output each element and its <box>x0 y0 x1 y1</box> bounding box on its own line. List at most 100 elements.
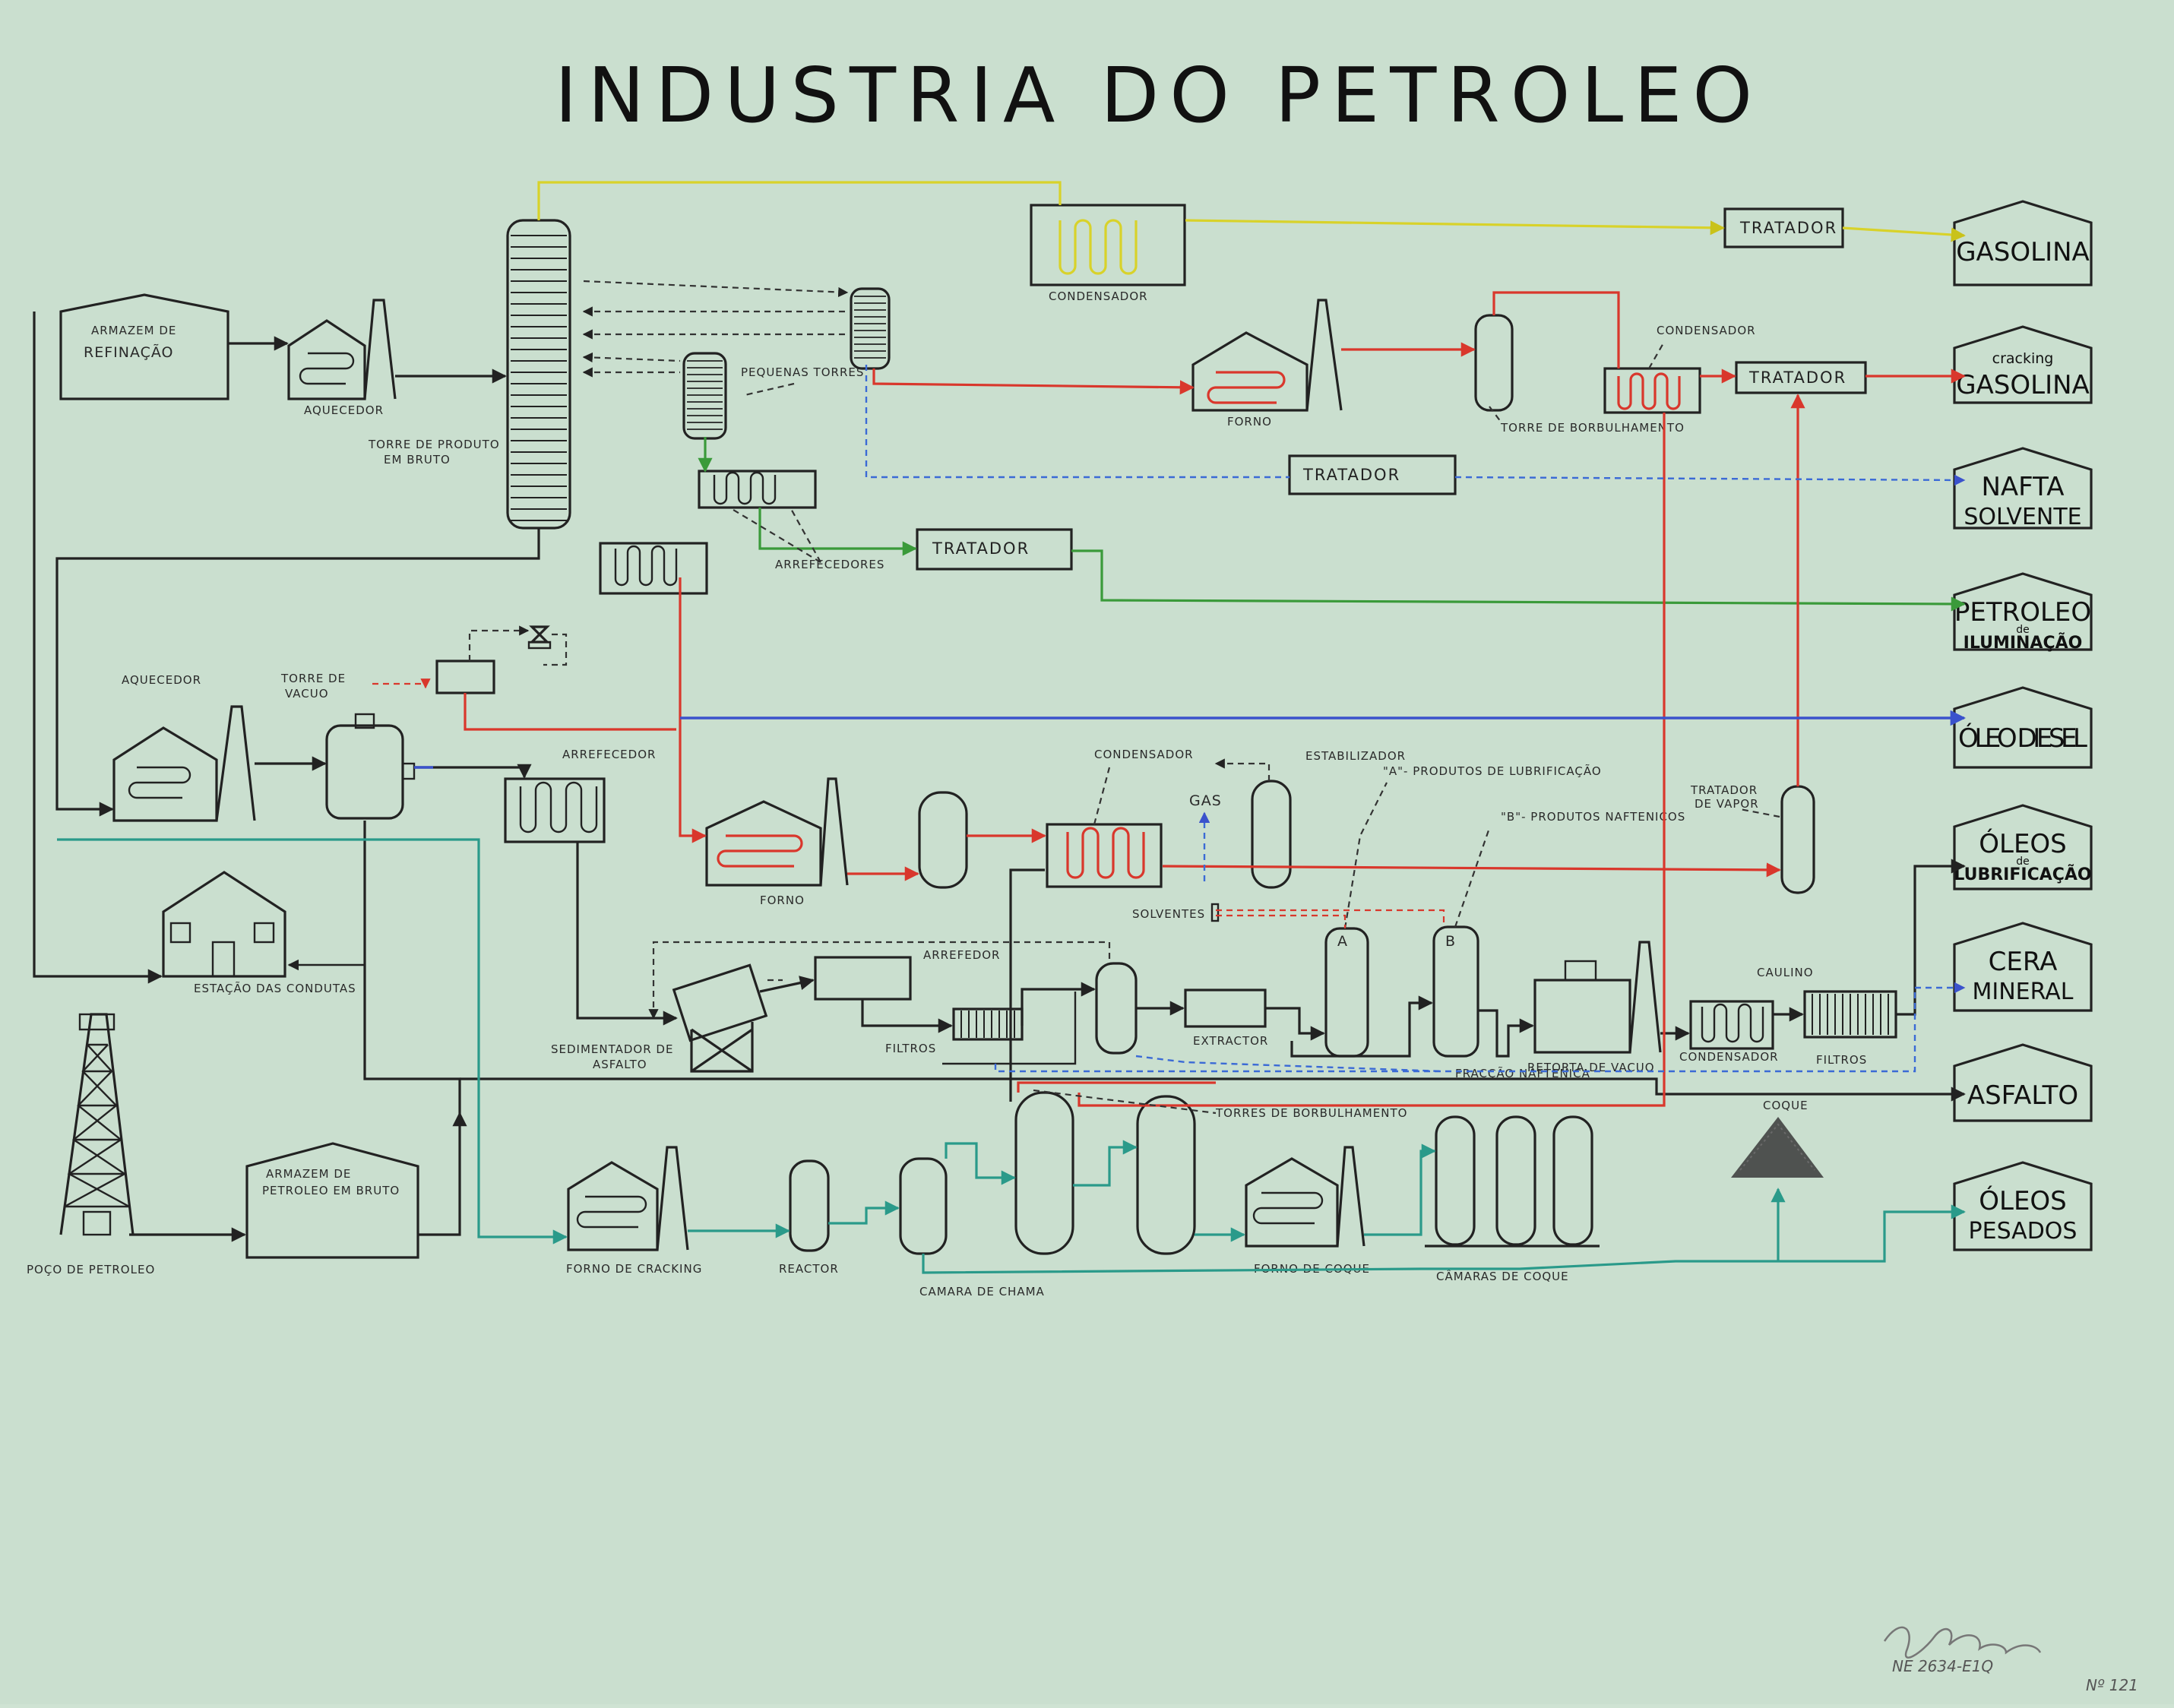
flow-bubbling-tower-top <box>1017 1081 1216 1093</box>
small-tower-1 <box>850 287 891 370</box>
dash-note-bubbling <box>1489 406 1502 422</box>
flow-to-asphalt <box>460 1077 1966 1102</box>
flow-cooler-to-furnace <box>679 577 707 843</box>
flow-to-filters <box>861 999 953 1033</box>
crude-warehouse-label-1: ARMAZEM DE <box>266 1167 351 1181</box>
flow-small-tower-to-furnace <box>872 368 1195 395</box>
dash-settler-return <box>648 941 1111 1020</box>
pipeline-station-label: ESTAÇÃO DAS CONDUTAS <box>194 981 356 995</box>
product-name-2: GASOLINA <box>1956 370 2090 400</box>
bubbling-tower-label: TORRE DE BORBULHAMENTO <box>1500 421 1685 435</box>
flow-to-b <box>1290 995 1433 1058</box>
filters-1-label: FILTROS <box>885 1042 936 1055</box>
bubbling-tower-big-1 <box>1014 1091 1074 1255</box>
vacuum-tower: TORRE DE VACUO <box>280 672 416 820</box>
stamp-text: NE 2634-E1Q <box>1892 1657 1993 1675</box>
flow-to-lube-oils <box>1896 859 1966 1016</box>
flow-cooler-to-treater <box>758 508 917 556</box>
kaolin-label: CAULINO <box>1757 966 1814 979</box>
tower-label-2: EM BRUTO <box>384 453 451 467</box>
product-name-1: GASOLINA <box>1956 237 2090 267</box>
flow-chamber-to-tower <box>945 1142 1016 1185</box>
flow-dash-extract <box>1135 1055 1445 1073</box>
flow-to-steam-treater <box>1162 862 1781 878</box>
treater-3 <box>1288 454 1457 495</box>
flow-to-lighting-petroleum <box>1071 549 1966 612</box>
product-small-2: cracking <box>1992 350 2054 367</box>
dash-solvents-a <box>1216 914 1346 928</box>
product-warehouse-1: GASOLINA <box>1953 200 2093 286</box>
product-warehouse-8: ASFALTO <box>1953 1043 2093 1122</box>
furnace-mid: FORNO <box>705 777 849 907</box>
product-name-7-b: MINERAL <box>1973 979 2074 1005</box>
tower-b-label: B <box>1445 933 1456 950</box>
flow-filter-return <box>942 992 1077 1065</box>
pipeline-station: ESTAÇÃO DAS CONDUTAS <box>162 871 356 995</box>
product-name-3-b: SOLVENTE <box>1964 504 2081 530</box>
flow-cracking-return <box>1078 413 1666 1107</box>
condenser-2: CONDENSADOR <box>1603 324 1755 414</box>
flow-bubbling-to-condenser <box>1492 291 1620 368</box>
cooler-mid: ARREFECEDOR <box>504 748 655 843</box>
flow-warehouse-up <box>418 1112 467 1236</box>
steam-treater-label-1: TRATADOR <box>1690 783 1758 797</box>
vacuum-retort-label: RETORTA DE VACUO <box>1527 1061 1655 1074</box>
heater-mid-label: AQUECEDOR <box>122 673 201 687</box>
solvents-valve <box>1210 903 1220 922</box>
flow-ejector-red <box>464 693 676 731</box>
flow-to-mineral-wax <box>994 982 1966 1073</box>
flow-tower-residue <box>55 528 540 817</box>
flow-cooler-to-settler <box>576 842 678 1026</box>
naphthenic-fraction-label: FRACÇÃO NAFTENICA <box>1455 1066 1590 1080</box>
flow-filters-to-vessel <box>1021 982 1096 1026</box>
product-name-9-a: ÓLEOS <box>1979 1185 2067 1216</box>
product-name-8: ASFALTO <box>1967 1080 2078 1111</box>
cooler-small-label: ARREFEDOR <box>923 948 1000 962</box>
poster-title: INDUSTRIA DO PETROLEO <box>555 51 1763 140</box>
product-name-7-a: CERA <box>1989 947 2058 977</box>
reactor <box>789 1159 830 1252</box>
condenser-top-label: CONDENSADOR <box>1049 289 1148 303</box>
flow-extractor-to-a <box>1265 1007 1325 1041</box>
cracking-furnace: FORNO DE CRACKING <box>566 1146 702 1276</box>
heater-mid: AQUECEDOR <box>112 673 256 822</box>
refining-warehouse: ARMAZEM DE REFINAÇÃO <box>59 293 229 400</box>
dash-note-condenser2 <box>1648 341 1665 369</box>
product-name-9-b: PESADOS <box>1969 1218 2077 1245</box>
stabilizer-label: ESTABILIZADOR <box>1305 749 1406 763</box>
oil-well-label: POÇO DE PETROLEO <box>27 1263 155 1276</box>
steam-treater-label-2: DE VAPOR <box>1695 797 1759 811</box>
treater-2 <box>1735 361 1867 394</box>
flow-vacuum-to-cooler <box>414 764 532 779</box>
flow-to-coke-chambers <box>1364 1143 1436 1236</box>
bubbling-towers-label: TORRES DE BORBULHAMENTO <box>1215 1106 1407 1120</box>
naphthenic-products-note: "B"- PRODUTOS NAFTENICOS <box>1501 810 1685 824</box>
reactor-label: REACTOR <box>779 1262 839 1276</box>
flow-to-heavy-oils <box>922 1204 1966 1274</box>
cracking-furnace-label: FORNO DE CRACKING <box>566 1262 702 1276</box>
flow-drain <box>1009 868 1045 1102</box>
treater-2-label: TRATADOR <box>1748 368 1846 387</box>
sheet-number: Nº 121 <box>2086 1676 2138 1694</box>
flash-vessel <box>918 791 968 889</box>
product-name-4-a: PETROLEO <box>1954 597 2091 628</box>
condenser-3: CONDENSADOR <box>1046 748 1193 888</box>
treater-1-label: TRATADOR <box>1739 219 1837 237</box>
asphalt-settler-label-1: SEDIMENTADOR DE <box>551 1042 673 1056</box>
refining-warehouse-label-1: ARMAZEM DE <box>91 324 176 337</box>
extractor-label: EXTRACTOR <box>1193 1034 1268 1048</box>
flow-tower-overhead <box>537 181 1062 220</box>
crude-warehouse-label-2: PETROLEO EM BRUTO <box>262 1184 400 1197</box>
condenser-4: CONDENSADOR <box>1679 1000 1778 1064</box>
tower-label-1: TORRE DE PRODUTO <box>368 438 500 451</box>
flame-chamber-label: CAMARA DE CHAMA <box>919 1285 1045 1298</box>
dash-draw-1 <box>583 280 849 298</box>
treater-3-label: TRATADOR <box>1302 466 1400 484</box>
refining-warehouse-label-2: REFINAÇÃO <box>84 343 174 361</box>
